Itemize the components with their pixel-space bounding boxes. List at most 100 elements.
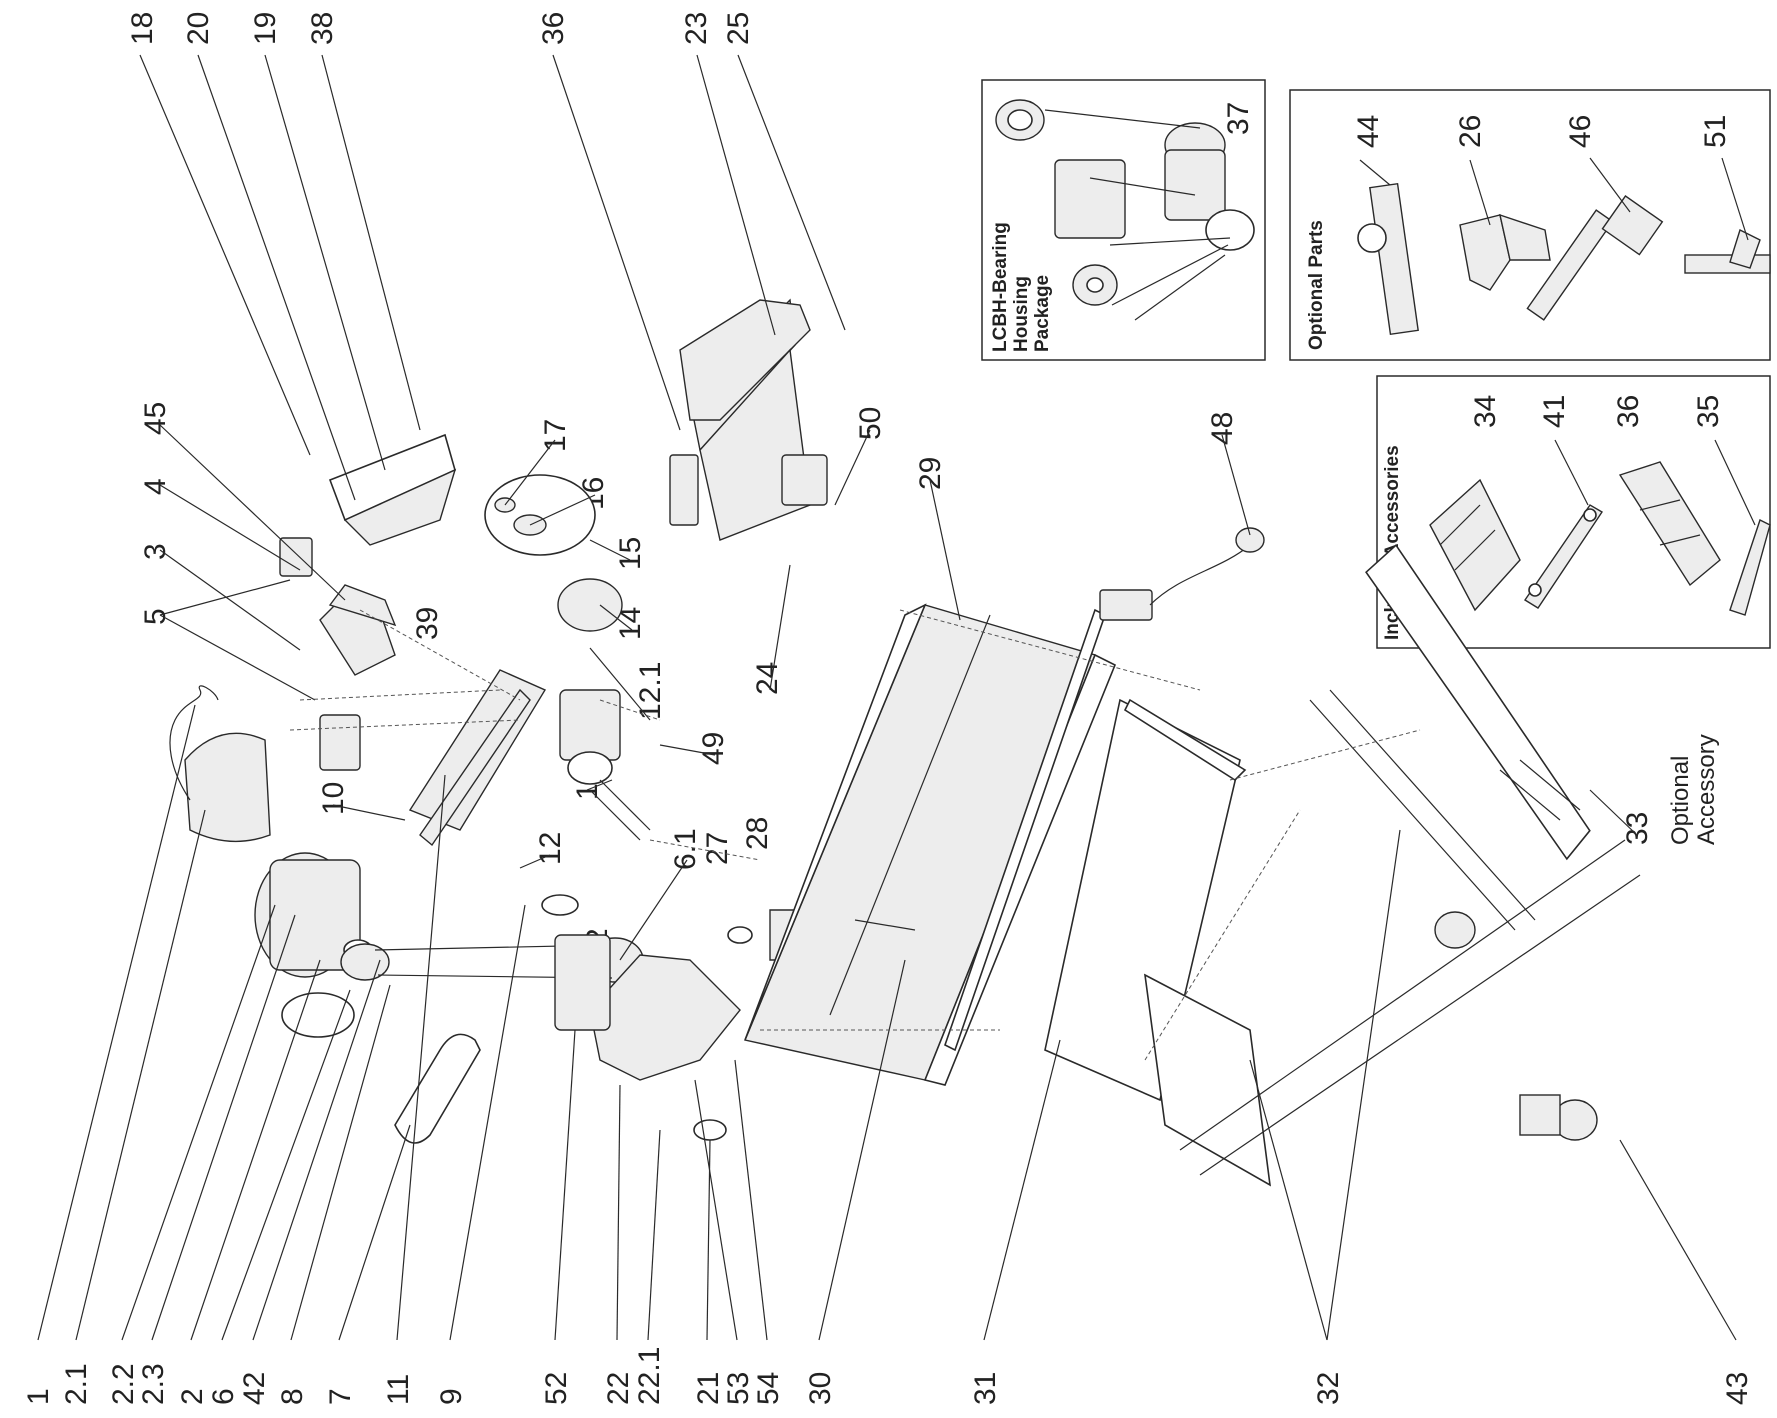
- inner-label-33: 33: [1621, 812, 1654, 845]
- part-number-label: 2.2: [107, 1363, 140, 1405]
- included-accessories-box: Included Accessories 34 41 36 35: [1376, 375, 1771, 649]
- stand-cabinet: [744, 527, 1265, 1102]
- part-number-label: 36: [1612, 395, 1645, 428]
- bottom-label-22-1: 22.1: [633, 1347, 666, 1405]
- part-number-label: 42: [238, 1372, 271, 1405]
- bottom-label-2-2: 2.2: [107, 1363, 140, 1405]
- inner-label-49: 49: [697, 732, 730, 765]
- bottom-label-22: 22: [602, 1372, 635, 1405]
- optional-accessory-caption: Optional Accessory: [1667, 734, 1720, 845]
- part-number-label: 1: [22, 1388, 55, 1405]
- bottom-label-52: 52: [540, 1372, 573, 1405]
- optional-parts-title-text: Optional Parts: [1306, 220, 1327, 350]
- part-number-label: 41: [1538, 395, 1571, 428]
- optional-part-44-label: 44: [1352, 115, 1385, 148]
- top-label-23: 23: [680, 12, 713, 45]
- part-number-label: 27: [701, 832, 734, 865]
- part-number-label: 21: [692, 1372, 725, 1405]
- top-label-25: 25: [722, 12, 755, 45]
- part-number-label: 37: [1222, 102, 1255, 135]
- accessory-36-label: 36: [1612, 395, 1645, 428]
- part-number-label: 10: [317, 782, 350, 815]
- part-number-label: 53: [722, 1372, 755, 1405]
- bearing-frame: [408, 669, 651, 847]
- part-number-label: 34: [1469, 395, 1502, 428]
- leader-lines: [37, 54, 1737, 1341]
- inner-label-10: 10: [317, 782, 350, 815]
- assembly-dashed-lines: [289, 609, 1421, 1061]
- accessory-41-label: 41: [1538, 395, 1571, 428]
- part-number-label: 28: [741, 817, 774, 850]
- bottom-label-6: 6: [207, 1388, 240, 1405]
- bottom-label-21: 21: [692, 1372, 725, 1405]
- part-number-label: 5: [139, 608, 172, 625]
- part-number-label: 45: [139, 402, 172, 435]
- part-number-label: 18: [126, 12, 159, 45]
- optional-parts-box: Optional Parts 44 26 46 51: [1289, 89, 1771, 361]
- lcbh-title-line1: LCBH-Bearing: [990, 222, 1011, 352]
- bottom-label-42: 42: [238, 1372, 271, 1405]
- inner-label-48: 48: [1206, 412, 1239, 445]
- part-number-label: 46: [1564, 115, 1597, 148]
- inner-label-27: 27: [701, 832, 734, 865]
- part-number-label: 50: [854, 407, 887, 440]
- inner-label-39: 39: [411, 607, 444, 640]
- part-number-label: 3: [139, 543, 172, 560]
- part-number-label: 48: [1206, 412, 1239, 445]
- bottom-label-43: 43: [1721, 1372, 1754, 1405]
- bottom-label-8: 8: [276, 1388, 309, 1405]
- part-number-label: 26: [1454, 115, 1487, 148]
- inner-label-45: 45: [139, 402, 172, 435]
- bottom-label-1: 1: [22, 1388, 55, 1405]
- bottom-label-11: 11: [382, 1374, 415, 1405]
- top-label-36: 36: [537, 12, 570, 45]
- accessory-35-label: 35: [1692, 395, 1725, 428]
- inner-label-15: 15: [614, 537, 647, 570]
- bearing-housing-drawing: [995, 99, 1255, 321]
- part-number-label: 20: [182, 12, 215, 45]
- lcbh-title: LCBH-Bearing Housing Package: [990, 222, 1053, 352]
- lcbh-part-label: 37: [1222, 102, 1255, 135]
- part-number-label: 30: [804, 1372, 837, 1405]
- optional-accessory-line2: Accessory: [1693, 734, 1720, 845]
- inner-label-50: 50: [854, 407, 887, 440]
- bottom-label-9: 9: [435, 1388, 468, 1405]
- part-number-label: 8: [276, 1388, 309, 1405]
- inner-label-12-1: 12.1: [634, 662, 667, 720]
- bottom-label-54: 54: [752, 1372, 785, 1405]
- inner-label-5: 5: [139, 608, 172, 625]
- part-number-label: 25: [722, 12, 755, 45]
- part-number-label: 6.1: [669, 828, 702, 870]
- lcbh-bearing-housing-box: LCBH-Bearing Housing Package 37: [981, 79, 1266, 361]
- top-label-19: 19: [249, 12, 282, 45]
- included-accessories-drawings: [1429, 439, 1771, 616]
- inner-label-24: 24: [751, 662, 784, 695]
- accessory-34-label: 34: [1469, 395, 1502, 428]
- top-label-38: 38: [306, 12, 339, 45]
- inner-label-4: 4: [139, 478, 172, 495]
- inner-label-3: 3: [139, 543, 172, 560]
- part-number-label: 12.1: [634, 662, 667, 720]
- optional-part-26-label: 26: [1454, 115, 1487, 148]
- part-number-label: 51: [1699, 115, 1732, 148]
- guards-and-covers: [279, 433, 457, 771]
- part-number-label: 23: [680, 12, 713, 45]
- part-number-label: 6: [207, 1388, 240, 1405]
- part-number-label: 4: [139, 478, 172, 495]
- optional-parts-drawings: [1357, 157, 1771, 336]
- part-number-label: 2.3: [137, 1363, 170, 1405]
- bottom-label-7: 7: [324, 1388, 357, 1405]
- bottom-label-53: 53: [722, 1372, 755, 1405]
- part-number-label: 2.1: [60, 1363, 93, 1405]
- part-number-label: 24: [751, 662, 784, 695]
- optional-accessory-line1: Optional: [1667, 756, 1694, 845]
- lcbh-title-line3: Package: [1032, 275, 1053, 352]
- part-number-label: 32: [1312, 1372, 1345, 1405]
- part-number-label: 43: [1721, 1372, 1754, 1405]
- bottom-label-2-1: 2.1: [60, 1363, 93, 1405]
- part-number-label: 22.1: [633, 1347, 666, 1405]
- bottom-label-2: 2: [176, 1388, 209, 1405]
- bottom-label-31: 31: [969, 1372, 1002, 1405]
- part-number-label: 22: [602, 1372, 635, 1405]
